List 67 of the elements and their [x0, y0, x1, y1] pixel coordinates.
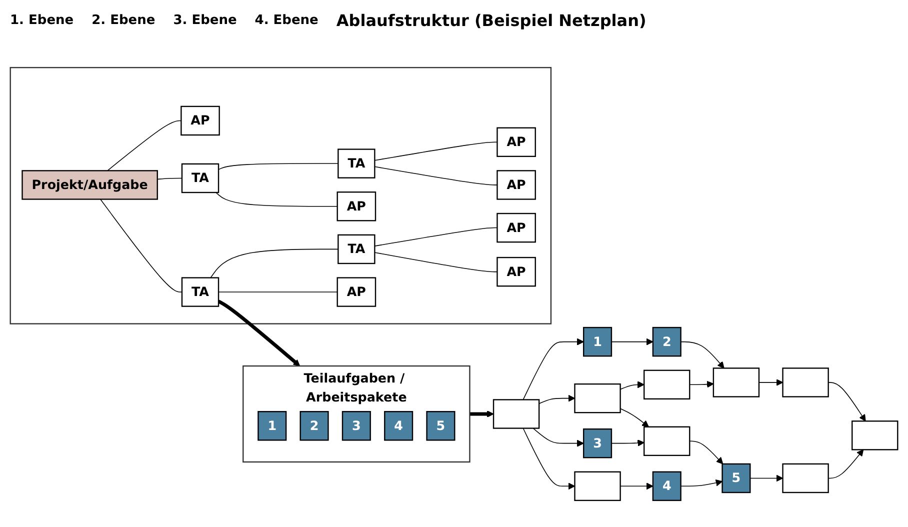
connector — [218, 291, 338, 292]
arrow — [680, 340, 724, 368]
arrow — [522, 338, 584, 400]
node-box: AP — [336, 191, 376, 221]
arrow — [828, 448, 864, 478]
node-box: TA — [338, 148, 376, 178]
node-box — [782, 367, 829, 397]
node-box: TA — [181, 276, 220, 306]
arrow — [750, 474, 784, 482]
arrow — [689, 380, 714, 388]
node-box — [644, 369, 690, 399]
cluster — [10, 66, 552, 324]
arrow — [611, 338, 654, 345]
connector — [218, 162, 339, 170]
arrow — [828, 382, 866, 421]
node-box — [574, 470, 621, 501]
node-box — [644, 426, 690, 456]
level-label: 3. Ebene — [173, 12, 237, 28]
arrow — [689, 440, 724, 464]
node-box: 5 — [426, 410, 456, 440]
node-box: 3 — [342, 410, 371, 440]
connector — [374, 166, 498, 185]
arrow — [620, 380, 644, 390]
node-box: 2 — [652, 326, 682, 356]
arrow — [611, 439, 644, 446]
level-label: 1. Ebene — [10, 12, 74, 28]
node-box: TA — [338, 234, 376, 264]
level-label: 2. Ebene — [92, 12, 156, 28]
node-box: 4 — [652, 470, 682, 501]
arrow — [522, 427, 576, 490]
arrow — [218, 299, 300, 366]
arrow — [758, 378, 784, 386]
connector — [100, 198, 182, 292]
node-box: 1 — [258, 410, 287, 440]
node-box: AP — [180, 105, 220, 136]
node-box: 5 — [722, 462, 751, 493]
arrow — [538, 394, 576, 404]
section-heading: Ablaufstruktur (Beispiel Netzplan) — [336, 10, 646, 30]
connector — [216, 192, 338, 206]
connector — [107, 120, 182, 171]
node-box — [492, 398, 540, 428]
node-box: AP — [496, 126, 536, 156]
level-label: 4. Ebene — [254, 12, 318, 28]
connector — [374, 141, 498, 160]
node-box — [574, 382, 621, 413]
connector — [210, 248, 339, 278]
node-box — [712, 367, 760, 397]
node-box: 4 — [384, 410, 414, 440]
arrow — [532, 427, 584, 446]
node-box: TA — [181, 162, 220, 193]
node-box — [852, 420, 898, 450]
node-box: AP — [496, 212, 536, 242]
node-box: AP — [336, 276, 376, 306]
connector — [374, 226, 498, 246]
node-box — [782, 462, 829, 493]
node-box: Projekt/Aufgabe — [22, 170, 158, 200]
node-box: AP — [496, 256, 536, 286]
connector — [156, 177, 182, 180]
arrow — [470, 410, 494, 417]
arrow — [680, 478, 723, 486]
node-box: 1 — [583, 326, 612, 356]
node-box: 2 — [300, 410, 329, 440]
arrow — [620, 408, 649, 427]
node-box: 3 — [583, 428, 612, 458]
arrow — [620, 482, 654, 490]
connector — [374, 252, 498, 272]
node-box: AP — [496, 170, 536, 200]
